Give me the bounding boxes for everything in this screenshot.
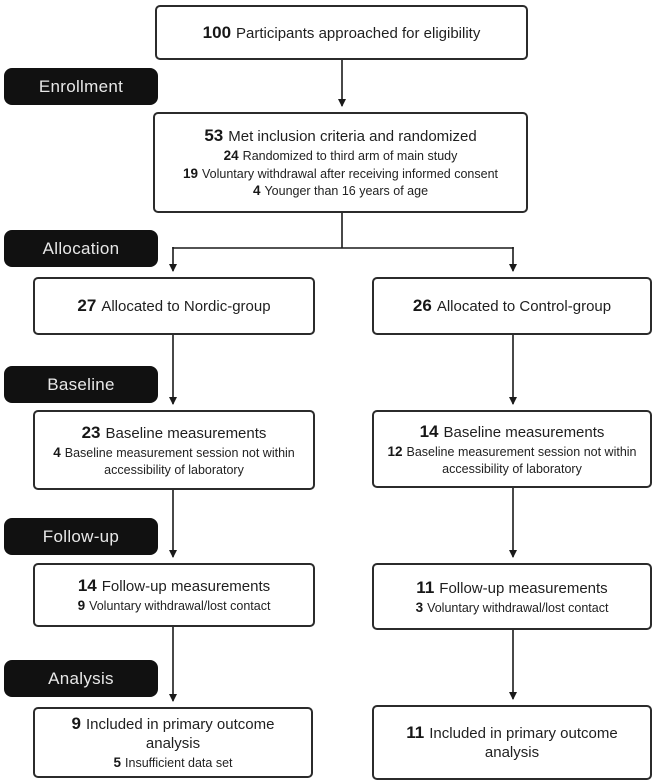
nordic-followup-count: 14 bbox=[77, 576, 97, 596]
control-analysis-text: Included in primary outcome analysis bbox=[429, 725, 618, 761]
control-baseline-sub-count: 12 bbox=[387, 443, 403, 459]
control-allocation-count: 26 bbox=[412, 296, 432, 316]
control-baseline-count: 14 bbox=[419, 422, 439, 442]
nordic-baseline-text: Baseline measurements bbox=[105, 425, 267, 443]
control-followup-sub-text: Voluntary withdrawal/lost contact bbox=[427, 600, 609, 615]
nordic-analysis-sub-count: 5 bbox=[113, 754, 122, 770]
eligibility-count: 100 bbox=[202, 22, 232, 42]
nordic-followup-text: Follow-up measurements bbox=[101, 578, 271, 596]
randomized-sub-count: 24 bbox=[223, 148, 239, 164]
randomized-count: 53 bbox=[204, 126, 224, 146]
control-baseline-text: Baseline measurements bbox=[443, 424, 605, 442]
stage-label-allocation: Allocation bbox=[4, 230, 158, 267]
nordic-followup-sub-count: 9 bbox=[77, 598, 86, 614]
control-analysis-count: 11 bbox=[406, 723, 425, 743]
randomized-sub-text: Randomized to third arm of main study bbox=[242, 149, 458, 164]
eligibility-text: Participants approached for eligibility bbox=[236, 24, 481, 42]
randomized-sub-count: 4 bbox=[252, 183, 261, 199]
control-followup-sub-count: 3 bbox=[415, 599, 424, 615]
stage-label-enrollment: Enrollment bbox=[4, 68, 158, 105]
nordic-allocation-count: 27 bbox=[77, 296, 97, 316]
stage-label-analysis: Analysis bbox=[4, 660, 158, 697]
stage-label-baseline: Baseline bbox=[4, 366, 158, 403]
nordic-analysis-text: Included in primary outcome analysis bbox=[86, 716, 275, 753]
nordic-baseline-count: 23 bbox=[81, 423, 101, 443]
randomized-sub-text: Voluntary withdrawal after receiving inf… bbox=[202, 166, 498, 181]
randomized-text: Met inclusion criteria and randomized bbox=[228, 128, 477, 146]
control-allocation-text: Allocated to Control-group bbox=[436, 298, 612, 316]
randomized-sub-count: 19 bbox=[182, 165, 199, 181]
nordic-analysis-sub-text: Insufficient data set bbox=[125, 755, 233, 770]
nordic-followup-sub-text: Voluntary withdrawal/lost contact bbox=[89, 599, 271, 614]
nordic-baseline-sub-text: Baseline measurement session not within … bbox=[64, 445, 295, 477]
control-baseline-sub-text: Baseline measurement session not within … bbox=[406, 444, 637, 476]
control-followup-count: 11 bbox=[416, 577, 435, 597]
control-followup-text: Follow-up measurements bbox=[439, 579, 608, 597]
nordic-allocation-text: Allocated to Nordic-group bbox=[101, 298, 271, 316]
nordic-baseline-sub-count: 4 bbox=[53, 444, 61, 460]
nordic-analysis-count: 9 bbox=[71, 714, 82, 734]
randomized-sub-text: Younger than 16 years of age bbox=[264, 184, 429, 199]
stage-label-followup: Follow-up bbox=[4, 518, 158, 555]
